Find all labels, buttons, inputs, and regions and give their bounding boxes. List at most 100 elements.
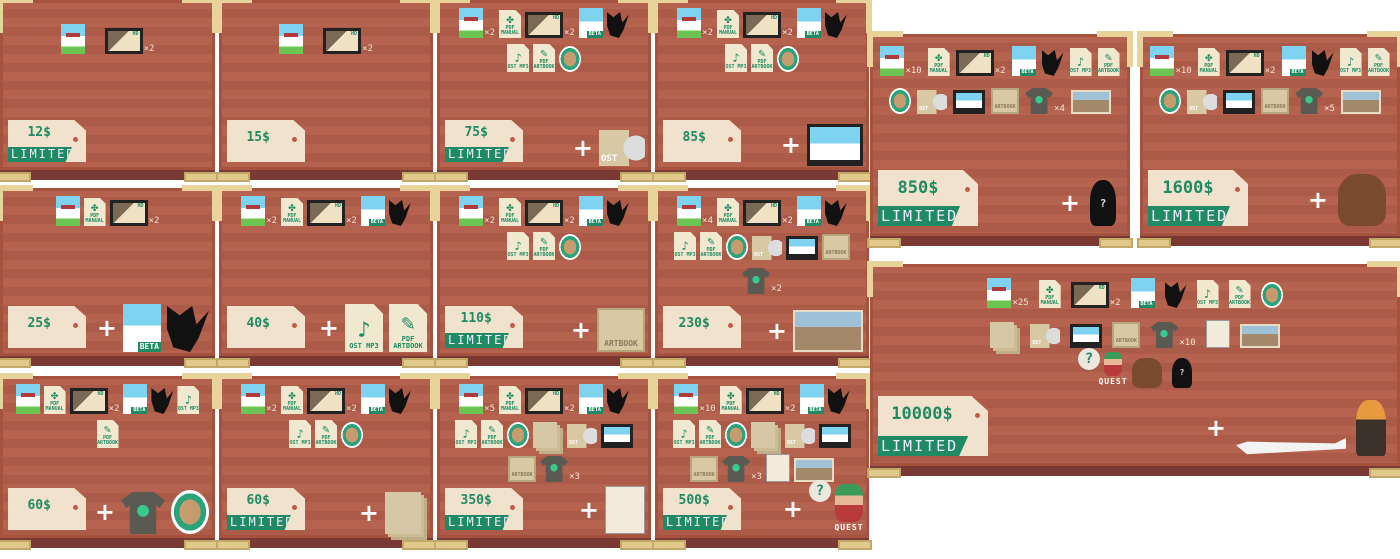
item (1070, 316, 1103, 348)
sticker-icon (171, 490, 209, 534)
limited-badge: LIMITED (663, 515, 727, 530)
item: BETA (360, 194, 385, 226)
item: ♪OST MP3 (507, 228, 529, 260)
item-multiplier: ×2 (362, 44, 373, 54)
sticker-icon (889, 88, 912, 114)
music-note-icon: ♪ (1203, 286, 1212, 301)
tag-hole (975, 413, 980, 418)
item-multiplier: ×4 (702, 216, 713, 226)
artbook-icon: ARTBOOK (1112, 322, 1141, 348)
ost-mp3-icon: ♪OST MP3 (1196, 280, 1219, 308)
item: ♪OST MP3 (725, 40, 747, 72)
beta-access-icon: BETA (578, 8, 603, 38)
item: OST (785, 416, 815, 448)
hd-monitor-icon: HD (743, 12, 781, 38)
corner-foot (402, 172, 436, 182)
pdf-artbook-icon: ✎PDF ARTBOOK (700, 232, 722, 260)
item (60, 22, 85, 54)
pdf-manual-icon: ✤PDF MANUAL (83, 198, 106, 226)
hd-monitor-icon: HD (745, 388, 784, 414)
price-label: 15$ (246, 130, 270, 145)
artbook-label: ARTBOOK (693, 472, 715, 478)
ost-mp3-icon: ♪OST MP3 (674, 232, 696, 260)
artbook-label: ARTBOOK (994, 104, 1016, 110)
item: BETA (360, 382, 385, 414)
item: BETA (123, 382, 148, 414)
art-prints-icon (533, 422, 557, 448)
beta-label: BETA (1289, 69, 1306, 76)
price-label: 40$ (246, 316, 270, 331)
manual-label: PDF MANUAL (718, 213, 738, 224)
artbook-icon: ARTBOOK (991, 88, 1020, 114)
artbook-icon: ARTBOOK (690, 456, 719, 482)
emblem-icon: ✤ (724, 11, 732, 26)
tag-hole (1235, 187, 1240, 192)
ost-cd-icon: OST (917, 90, 947, 114)
plus-sign: + (766, 317, 787, 345)
corner-foot (402, 540, 436, 550)
hd-monitor-icon: HD (1070, 282, 1109, 308)
item: ✤PDF MANUAL (499, 6, 521, 38)
art-prints-icon (385, 492, 421, 534)
pdf-artbook-icon: ✎PDF ARTBOOK (751, 44, 773, 72)
item (151, 382, 174, 414)
emblem-icon: ✤ (288, 199, 296, 214)
item (765, 450, 790, 482)
cat-silhouette-icon (606, 200, 629, 226)
ost-mp3-label: OST MP3 (725, 64, 747, 70)
painting-icon (1070, 90, 1111, 114)
item: ×3 (540, 450, 580, 482)
item: ×5 (1295, 82, 1335, 114)
bonus-items: + (359, 492, 427, 534)
item (388, 194, 411, 226)
item: ♪OST MP3 (177, 382, 200, 414)
item: HD×2 (1070, 276, 1121, 308)
item: ×2 (459, 6, 495, 38)
pdf-artbook-icon: ✎PDF ARTBOOK (1367, 48, 1390, 76)
item: ♪OST MP3 (455, 416, 477, 448)
emblem-icon: ✤ (724, 199, 732, 214)
corner-foot (867, 468, 901, 478)
quest-label: QUEST (834, 523, 864, 532)
item (1239, 316, 1280, 348)
ost-label: OST (1189, 106, 1199, 112)
game-box-icon (674, 384, 699, 414)
music-note-icon: ♪ (1076, 54, 1085, 69)
manual-label: PDF MANUAL (85, 213, 104, 224)
item: ✤PDF MANUAL (281, 382, 303, 414)
corner-foot (184, 358, 218, 368)
bonus-items: + (1308, 174, 1386, 226)
cat-silhouette-icon (824, 12, 847, 38)
pdf-artbook-label: PDF ARTBOOK (96, 435, 119, 446)
manual-label: PDF MANUAL (1199, 63, 1218, 74)
item: ✎PDF ARTBOOK (699, 416, 721, 448)
collector-box-icon (786, 236, 818, 260)
pdf-artbook-icon: ✎PDF ARTBOOK (1228, 280, 1251, 308)
item-multiplier: ×10 (905, 66, 922, 76)
sticker-icon (559, 46, 581, 72)
hd-label: HD (334, 203, 341, 209)
beta-access-icon: BETA (796, 8, 821, 38)
pdf-manual-icon: ✤PDF MANUAL (717, 10, 739, 38)
price-label: 12$ (27, 125, 51, 140)
cat-silhouette-icon (1311, 50, 1334, 76)
